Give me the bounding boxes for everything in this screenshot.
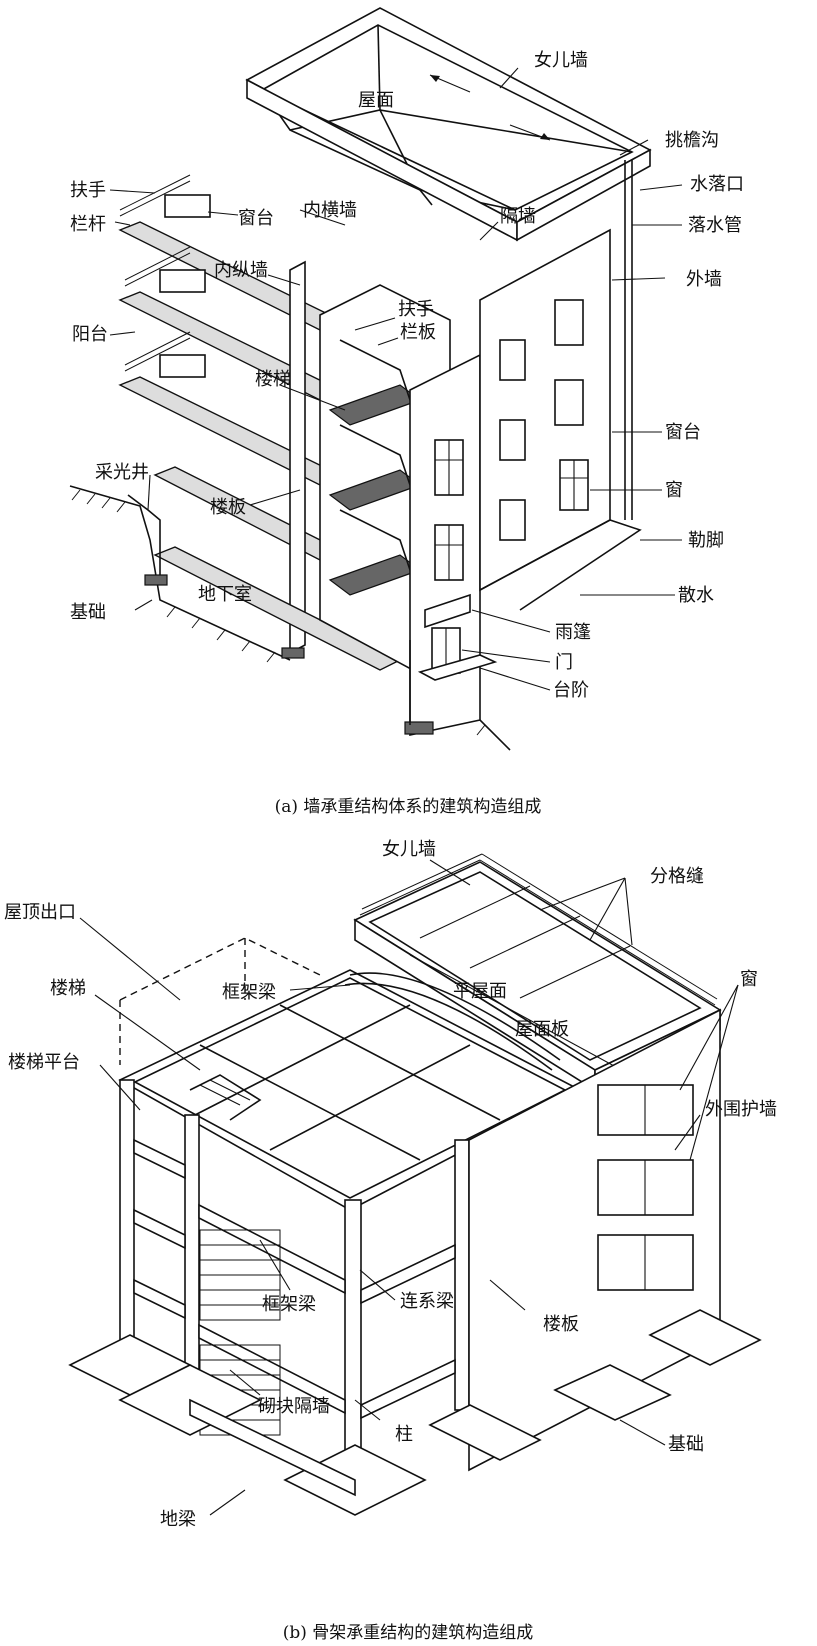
caption-a: (a) 墙承重结构体系的建筑构造组成 [275, 797, 542, 817]
label-b-diliang: 地梁 [160, 1509, 196, 1530]
leader-lines-b [79, 859, 739, 1516]
label-a-waiqiang: 外墙 [686, 269, 722, 290]
label-b-kuangjialiang-mid: 框架梁 [262, 1294, 316, 1315]
label-a-fushou-stair: 扶手 [398, 299, 434, 320]
label-b-wumianban: 屋面板 [515, 1019, 569, 1040]
parapet-hatch-b [359, 853, 718, 1006]
label-a-yupeng: 雨篷 [555, 622, 591, 643]
label-a-langan-left: 栏杆 [70, 214, 106, 235]
building-body-a [118, 160, 642, 736]
label-b-louti: 楼梯 [50, 978, 86, 999]
label-a-lanban: 栏板 [400, 322, 436, 343]
label-a-fushou-left: 扶手 [70, 180, 106, 201]
label-a-chuang: 窗 [665, 480, 683, 501]
label-a-taijie: 台阶 [553, 680, 589, 701]
roof-a [245, 7, 652, 242]
labels-a: 女儿墙 屋面 挑檐沟 水落口 落水管 外墙 隔墙 内横墙 窗台 扶手 栏杆 内纵… [70, 50, 744, 701]
roof-b [353, 853, 722, 1092]
label-b-loutipingtai: 楼梯平台 [8, 1052, 80, 1073]
label-a-neihengqiang: 内横墙 [303, 200, 357, 221]
frame-b [68, 969, 762, 1516]
label-a-wumian: 屋面 [358, 90, 394, 111]
label-a-men: 门 [555, 652, 573, 673]
labels-b: 女儿墙 分格缝 屋顶出口 楼梯 框架梁 平屋面 屋面板 窗 楼梯平台 外围护墙 … [4, 839, 777, 1530]
roof-exit-dashed [119, 937, 321, 1065]
ground-hatch-left [69, 485, 291, 663]
label-a-sanshui: 散水 [678, 585, 714, 606]
label-a-lejiao: 勒脚 [688, 530, 724, 551]
label-b-pingwumian: 平屋面 [453, 981, 507, 1002]
diagram-b-drawing: 女儿墙 分格缝 屋顶出口 楼梯 框架梁 平屋面 屋面板 窗 楼梯平台 外围护墙 … [4, 839, 777, 1643]
label-b-nuerqiang: 女儿墙 [382, 839, 436, 860]
label-a-luoshuiguan: 落水管 [688, 215, 742, 236]
label-a-louban: 楼板 [210, 497, 246, 518]
label-b-lianxiliang: 连系梁 [400, 1291, 454, 1312]
label-a-yangtai: 阳台 [72, 324, 108, 345]
label-a-neizongqiang: 内纵墙 [214, 260, 268, 281]
label-b-jichu: 基础 [668, 1434, 704, 1455]
label-a-geqiang: 隔墙 [500, 206, 536, 227]
label-a-chuangtai-right: 窗台 [665, 422, 701, 443]
caption-b: (b) 骨架承重结构的建筑构造组成 [283, 1623, 534, 1643]
label-b-zhu: 柱 [395, 1424, 413, 1445]
label-a-tiaoyangou: 挑檐沟 [665, 130, 719, 151]
leader-lines-a [109, 67, 683, 691]
label-a-nuerqiang: 女儿墙 [534, 50, 588, 71]
label-a-jichu: 基础 [70, 602, 106, 623]
label-b-waiweihuqiang: 外围护墙 [705, 1099, 777, 1120]
label-b-wudingchukou: 屋顶出口 [4, 902, 76, 923]
label-a-louti: 楼梯 [255, 369, 291, 390]
label-a-shuiluokou: 水落口 [690, 174, 744, 195]
label-a-chuangtai-top: 窗台 [238, 208, 274, 229]
label-b-fengefeng: 分格缝 [650, 866, 704, 887]
label-b-qikuaigeqiang: 砌块隔墙 [258, 1396, 330, 1417]
label-b-chuang: 窗 [740, 969, 758, 990]
label-a-caiguangjing: 采光井 [95, 462, 149, 483]
label-b-kuangjialiang-top: 框架梁 [222, 982, 276, 1003]
diagram-a-drawing: 女儿墙 屋面 挑檐沟 水落口 落水管 外墙 隔墙 内横墙 窗台 扶手 栏杆 内纵… [69, 7, 744, 817]
label-a-dixiashi: 地下室 [198, 584, 252, 605]
label-b-louban: 楼板 [543, 1314, 579, 1335]
